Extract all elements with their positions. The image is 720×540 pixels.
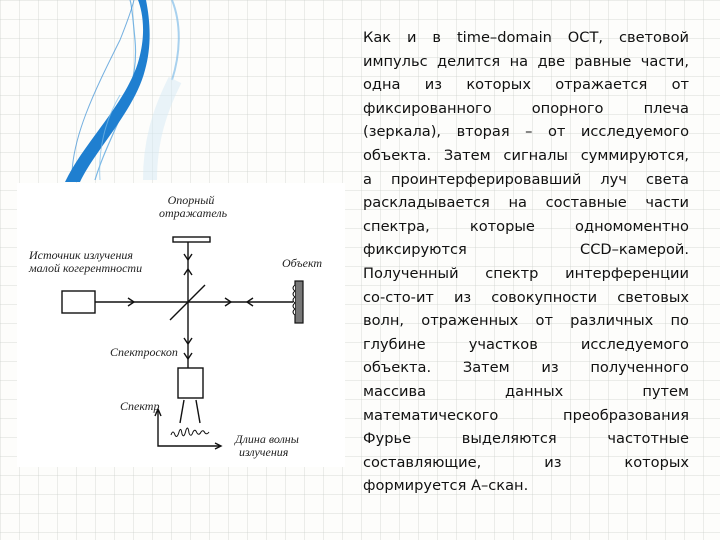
text-line: составляющие, из которых — [363, 453, 689, 471]
object-sample — [294, 280, 304, 324]
text-line: раскладывается на составные части — [363, 194, 689, 212]
text-line: а проинтерферировавший луч света — [363, 170, 689, 188]
label-wavelength: Длина волны излучения — [235, 432, 299, 459]
text-line: Фурье выделяются частотные — [363, 430, 689, 448]
label-reference-reflector: Опорный отражатель — [159, 193, 228, 220]
text-line: одна из которых отражается от — [363, 76, 689, 94]
text-line: массива данных путем — [363, 382, 689, 400]
oct-schematic-diagram: Опорный отражатель Источник излучения ма… — [17, 183, 345, 467]
reference-mirror — [172, 236, 211, 243]
text-line: фиксированного опорного плеча — [363, 99, 689, 117]
label-spectroscope: Спектроскоп — [110, 345, 178, 359]
text-line: математического преобразования — [363, 406, 689, 424]
text-line: формируется А–скан. — [363, 477, 529, 495]
text-line: объекта. Затем сигналы суммируются, — [363, 146, 689, 164]
text-line: со-сто-ит из совокупности световых — [363, 288, 689, 306]
label-object: Объект — [282, 256, 323, 270]
text-line: объекта. Затем из полученного — [363, 359, 689, 377]
decorative-ribbon — [65, 0, 182, 183]
text-line: фиксируются CCD–камерой. — [363, 241, 689, 259]
body-text: Как и в time–domain OCT, световой импуль… — [363, 26, 689, 498]
light-source-box — [61, 290, 96, 314]
text-line: глубине участков исследуемого — [363, 335, 689, 353]
text-line: Полученный спектр интерференции — [363, 264, 689, 282]
spectroscope-box — [177, 367, 204, 399]
label-light-source: Источник излучения малой когерентности — [29, 248, 143, 275]
text-line: (зеркала), вторая – от исследуемого — [363, 123, 689, 141]
text-line: импульс делится на две равные части, — [363, 52, 689, 70]
text-line: спектра, которые одномоментно — [363, 217, 689, 235]
label-spectrum: Спектр — [120, 399, 160, 413]
schematic-drawing — [61, 236, 304, 450]
text-line: Как и в time–domain OCT, световой — [363, 29, 689, 46]
text-line: волн, отраженных от различных по — [363, 312, 689, 330]
